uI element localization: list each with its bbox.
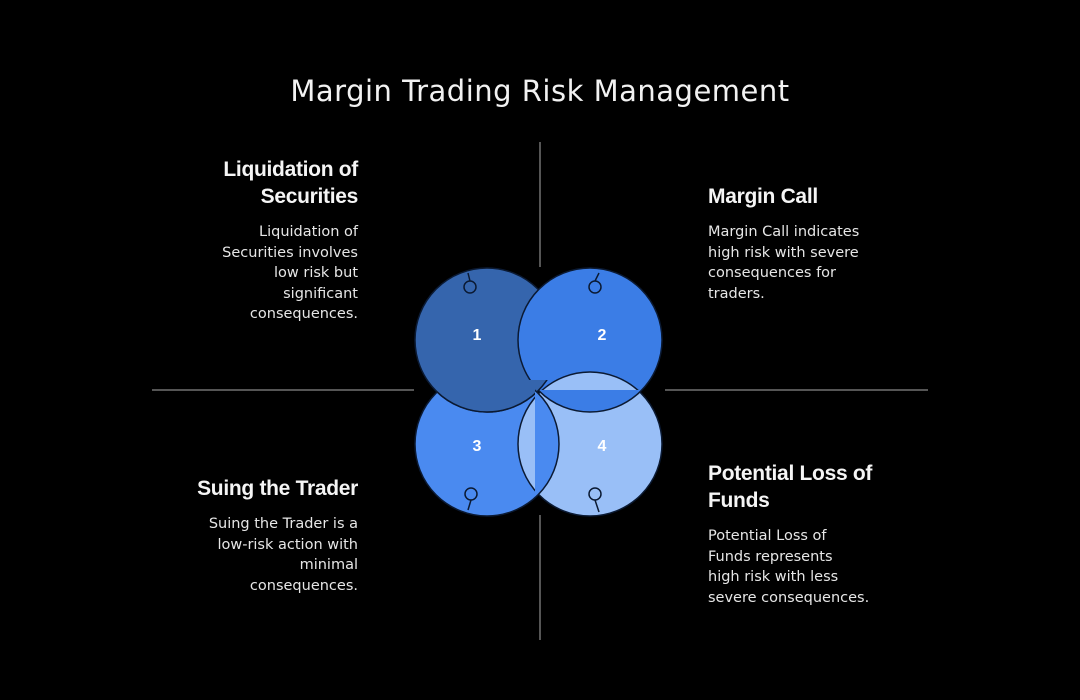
quadrant-3-heading: Suing the Trader	[197, 477, 358, 500]
pin-icon	[463, 272, 602, 513]
circle-number-2: 2	[598, 327, 607, 344]
circle-number-4: 4	[598, 438, 607, 455]
quadrant-2-heading: Margin Call	[708, 185, 818, 208]
circle-number-1: 1	[473, 327, 482, 344]
circle-number-3: 3	[473, 438, 482, 455]
circle-2	[517, 267, 663, 413]
diagram-title: Margin Trading Risk Management	[290, 74, 790, 108]
